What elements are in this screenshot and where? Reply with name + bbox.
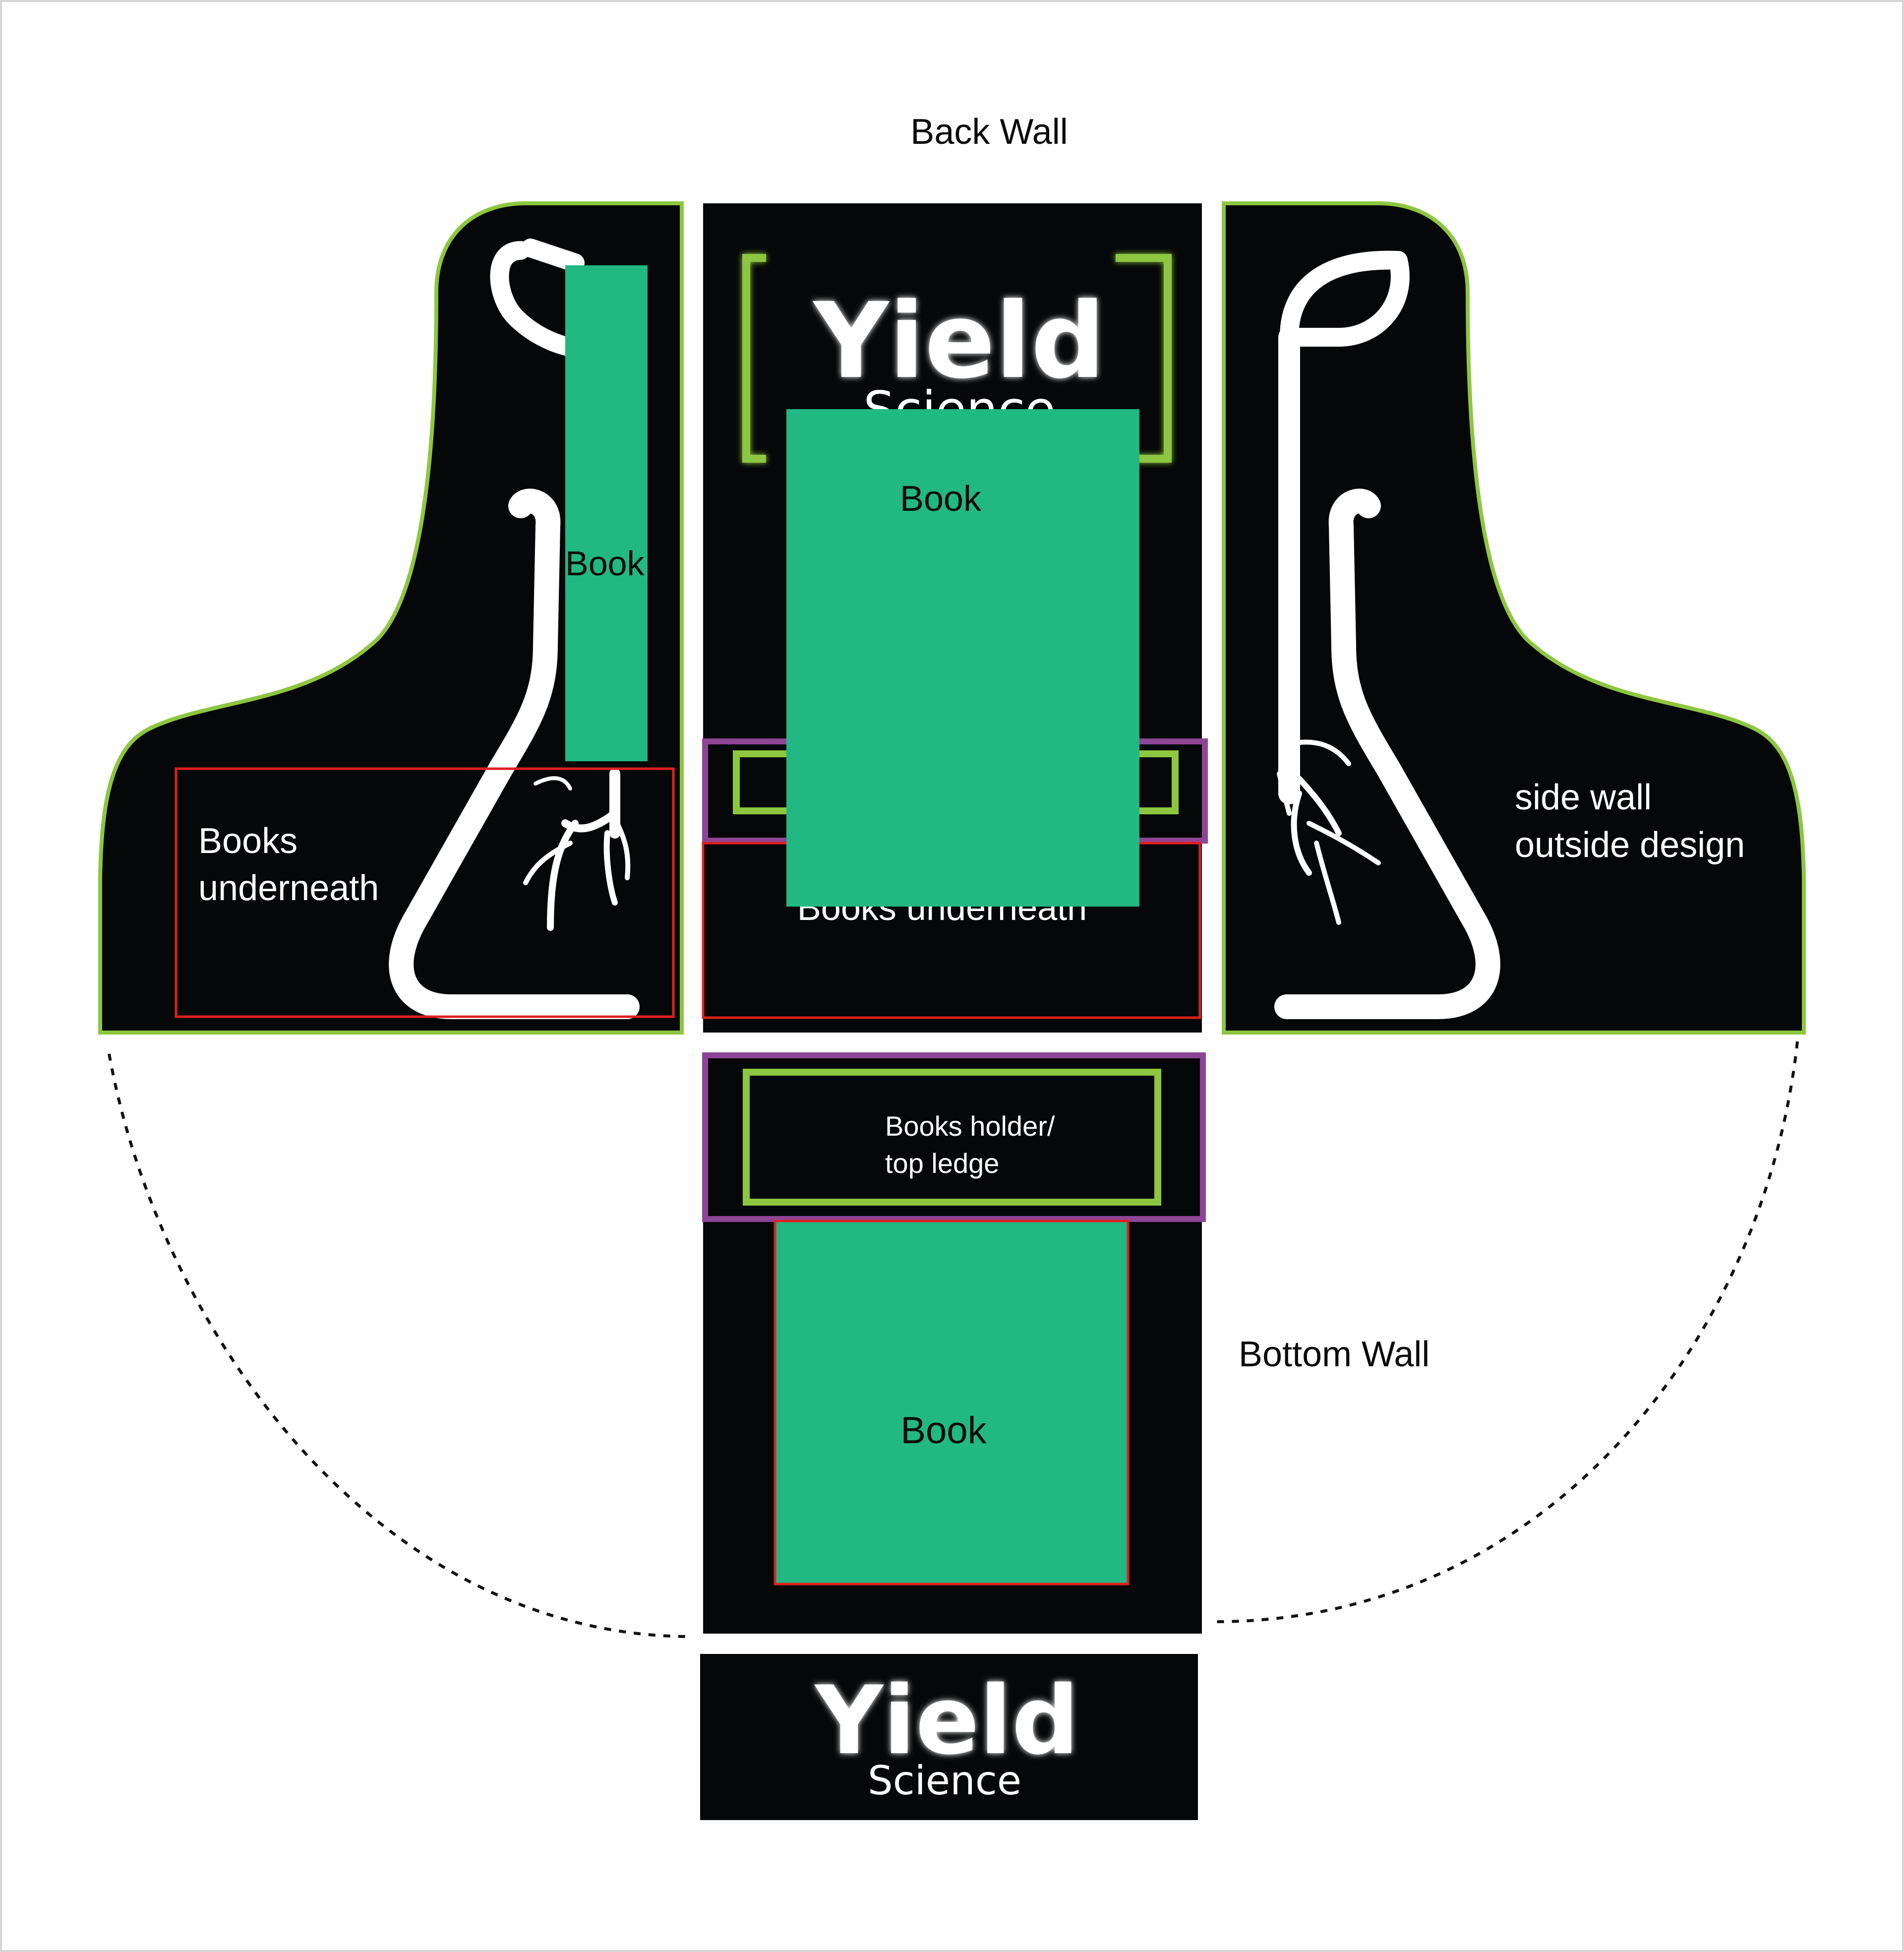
books-holder-label-line2: top ledge: [885, 1148, 999, 1179]
books-underneath-left-line2: underneath: [198, 868, 379, 908]
bottom-wall-panel: Books holder/ top ledge Book: [702, 1052, 1206, 1634]
logo-title-front: Yield: [814, 1666, 1079, 1775]
books-underneath-box-left: [175, 767, 675, 1018]
books-holder-band: [702, 1052, 1206, 1222]
book-bottom-wall: [774, 1220, 1130, 1586]
logo-brackets: [742, 254, 1172, 463]
books-holder-inner: [743, 1069, 1161, 1206]
right-side-panel: side wall outside design: [1222, 201, 1806, 1035]
center-back-panel: Yield Science Books underneath Book: [702, 203, 1208, 1033]
back-wall-label: Back Wall: [910, 112, 1068, 152]
book-back-wall: [786, 409, 1139, 907]
flask-root-icon: [389, 239, 640, 1019]
logo-title-back: Yield: [812, 280, 1106, 402]
book-label-bottom: Book: [900, 1409, 987, 1452]
dashed-arc-right: [1214, 1041, 1799, 1623]
front-logo-panel: Yield Science: [700, 1654, 1198, 1820]
side-wall-label-line1: side wall: [1515, 778, 1652, 817]
book-vertical-left: [565, 265, 648, 761]
flask-root-icon-right: [1274, 250, 1500, 1019]
books-holder-label-line1: Books holder/: [885, 1110, 1055, 1142]
side-wall-label-line2: outside design: [1515, 825, 1745, 865]
book-label-left: Book: [565, 544, 645, 583]
book-label-back: Book: [900, 479, 982, 519]
books-underneath-left-line1: Books: [198, 821, 298, 861]
bottom-wall-label: Bottom Wall: [1239, 1335, 1429, 1374]
logo-subtitle-front: Science: [868, 1758, 1021, 1804]
left-side-panel: Book Books underneath: [98, 201, 684, 1035]
